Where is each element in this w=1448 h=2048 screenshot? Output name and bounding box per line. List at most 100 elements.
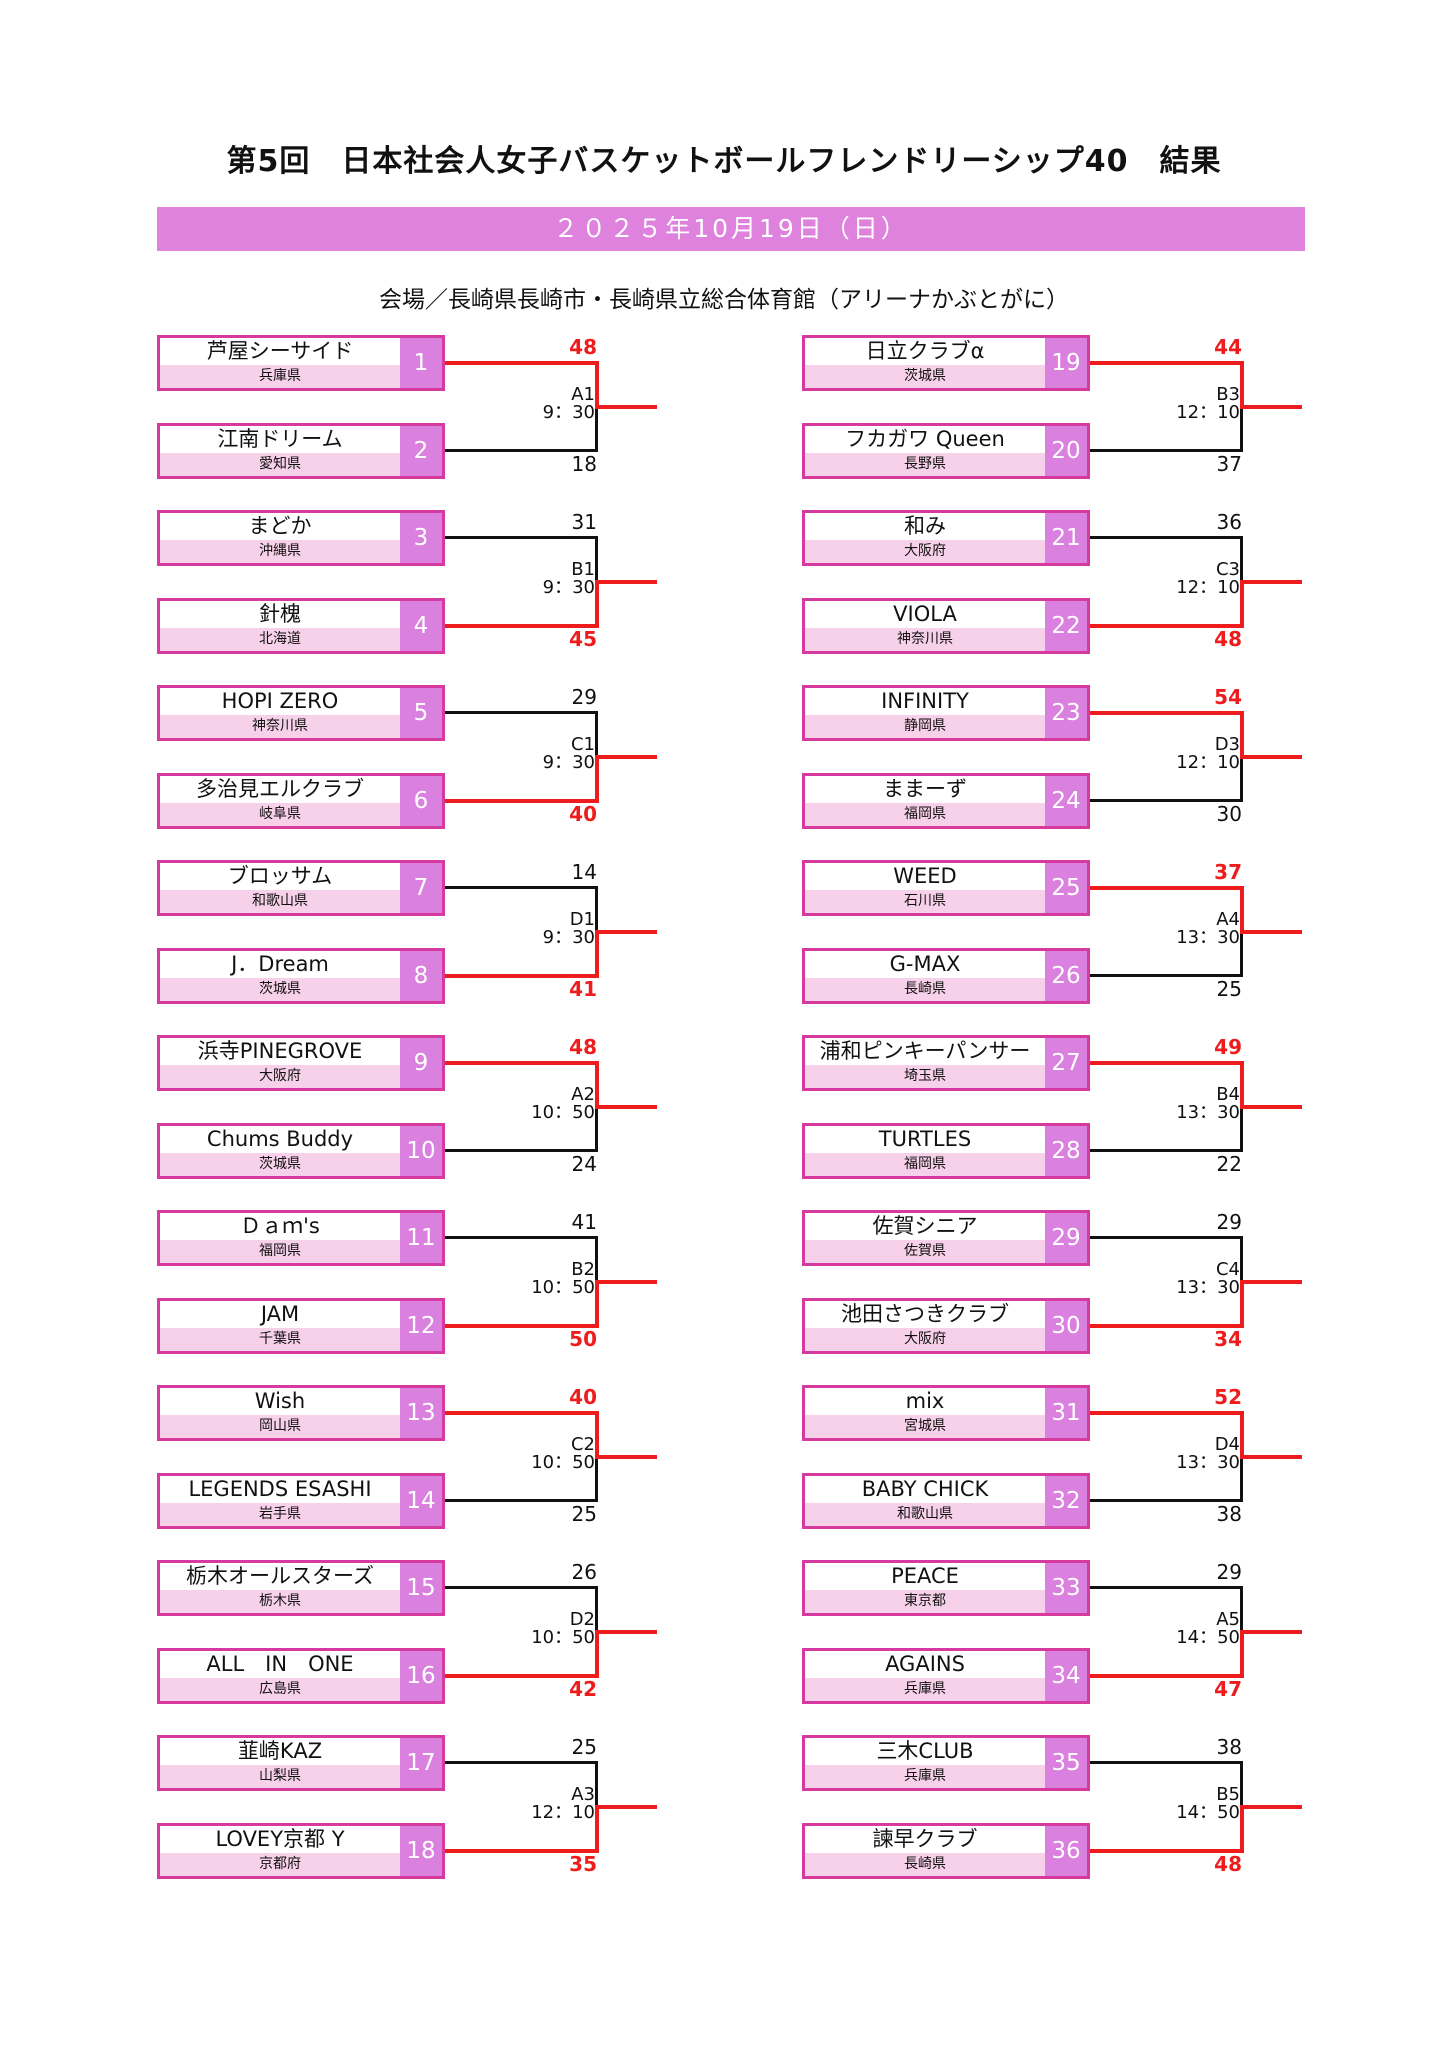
bracket-line [595,580,599,628]
team-number: 16 [400,1651,442,1701]
bracket-line [1090,711,1244,715]
team-number: 8 [400,951,442,1001]
bracket-line [1090,361,1244,365]
score-bottom: 25 [571,1502,597,1526]
match-code: A1 [571,384,595,405]
match-code: D4 [1214,1434,1240,1455]
match-time: 12：10 [1176,752,1240,773]
team-name: G-MAX [805,951,1045,978]
team-name: JAM [160,1301,400,1328]
bracket-line [595,1805,599,1853]
team-prefecture: 茨城県 [160,978,400,1001]
bracket-line [1240,580,1244,628]
winner-exit-line [595,1630,657,1634]
team-name: 栃木オールスターズ [160,1563,400,1590]
score-top: 36 [1216,510,1242,534]
bracket-line [595,536,598,580]
team-name: WEED [805,863,1045,890]
team-number: 20 [1045,426,1087,476]
bracket-line [1240,1586,1243,1630]
team-prefecture: 大阪府 [805,540,1045,563]
bracket-line [445,1849,599,1853]
match-code: C3 [1215,559,1240,580]
score-top: 31 [571,510,597,534]
team-name: LOVEY京都 Y [160,1826,400,1853]
team-number: 10 [400,1126,442,1176]
team-number: 7 [400,863,442,913]
bracket-line [595,755,599,803]
team-number: 3 [400,513,442,563]
team-name: 佐賀シニア [805,1213,1045,1240]
team-prefecture: 静岡県 [805,715,1045,738]
team-number: 2 [400,426,442,476]
team-name: VIOLA [805,601,1045,628]
winner-exit-line [1240,580,1302,584]
bracket-line [1240,1630,1244,1678]
bracket-line [1090,1411,1244,1415]
team-name: PEACE [805,1563,1045,1590]
match-time: 13：30 [1176,1452,1240,1473]
score-bottom: 30 [1216,802,1242,826]
team-name: Ｄａｍ's [160,1213,400,1240]
team-prefecture: 栃木県 [160,1590,400,1613]
team-prefecture: 福岡県 [805,803,1045,826]
bracket-line [445,711,598,714]
winner-exit-line [595,1805,657,1809]
score-bottom: 22 [1216,1152,1242,1176]
winner-exit-line [595,580,657,584]
bracket-line [1090,1236,1243,1239]
score-top: 41 [571,1210,597,1234]
bracket-line [1090,1586,1243,1589]
team-prefecture: 兵庫県 [805,1765,1045,1788]
match-time: 12：10 [1176,577,1240,598]
match-code: D3 [1214,734,1240,755]
team-name: 芦屋シーサイド [160,338,400,365]
winner-exit-line [1240,930,1302,934]
team-name: Wish [160,1388,400,1415]
team-number: 34 [1045,1651,1087,1701]
bracket-line [1240,886,1244,934]
team-number: 9 [400,1038,442,1088]
bracket-line [1090,886,1244,890]
match-time: 14：50 [1176,1802,1240,1823]
team-prefecture: 山梨県 [160,1765,400,1788]
team-prefecture: 北海道 [160,628,400,651]
bracket-line [1240,405,1243,452]
bracket-line [445,1324,599,1328]
match-code: B1 [571,559,595,580]
match-time: 9：30 [542,927,595,948]
match-time: 9：30 [542,577,595,598]
score-bottom: 47 [1214,1677,1242,1701]
score-top: 54 [1214,685,1242,709]
bracket-line [445,1236,598,1239]
bracket-line [1240,755,1243,802]
team-prefecture: 福岡県 [805,1153,1045,1176]
score-top: 48 [569,335,597,359]
winner-exit-line [1240,405,1302,409]
team-name: INFINITY [805,688,1045,715]
bracket-line [1090,1324,1244,1328]
winner-exit-line [595,1455,657,1459]
team-number: 15 [400,1563,442,1613]
match-code: A5 [1216,1609,1240,1630]
team-prefecture: 愛知県 [160,453,400,476]
match-code: B4 [1216,1084,1240,1105]
bracket-line [445,1674,599,1678]
bracket-line [1090,449,1243,452]
venue-label: 会場／長崎県長崎市・長崎県立総合体育館（アリーナかぶとがに） [379,287,1069,313]
team-prefecture: 神奈川県 [160,715,400,738]
bracket-line [445,886,598,889]
match-time: 13：30 [1176,1102,1240,1123]
team-number: 35 [1045,1738,1087,1788]
team-name: LEGENDS ESASHI [160,1476,400,1503]
